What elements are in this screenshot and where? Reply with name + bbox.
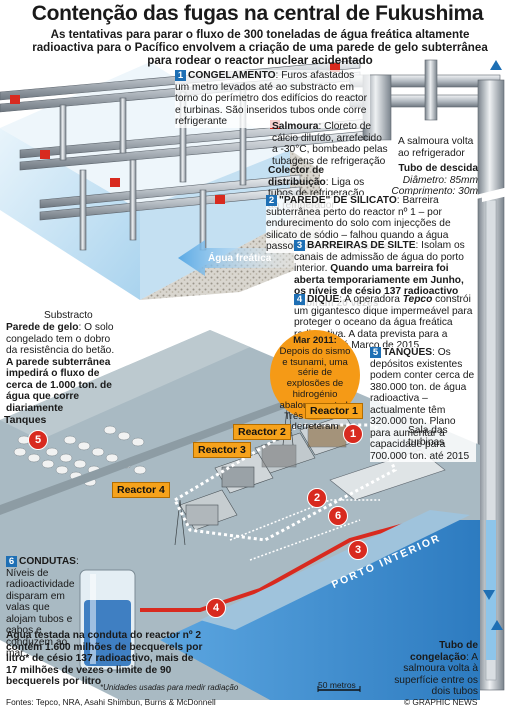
- label-agua-freatica: Água freática: [208, 253, 272, 264]
- parede-gelo-bold: A parede subterrânea impedirá o fluxo de…: [6, 356, 112, 414]
- item-number: 2: [266, 195, 277, 206]
- label-tubo-descida: Tubo de descida Diâmetro: 85mm Comprimen…: [388, 163, 478, 198]
- tubo-congelacao-heading: Tubo de congelação: [410, 640, 478, 663]
- marker-3: 3: [348, 540, 368, 560]
- item-condutas-bold: Água testada na conduta do reactor nº 2 …: [6, 630, 203, 687]
- marker-1: 1: [343, 424, 363, 444]
- conduit-lines: [229, 499, 380, 561]
- label-substracto: Substracto: [44, 310, 93, 321]
- marker-5: 5: [28, 430, 48, 450]
- marker-6: 6: [328, 506, 348, 526]
- item-heading: TANQUES: [383, 347, 433, 358]
- item-heading: "PAREDE" DE SILICATO: [279, 195, 397, 206]
- item-text: : Níveis de radioactividade disparam em …: [6, 556, 79, 659]
- label-parede-gelo: Parede de gelo: O solo congelado tem o d…: [6, 322, 118, 414]
- label-salmoura: Salmoura: Cloreto de cálcio diluído, arr…: [272, 121, 390, 167]
- down-tube: [477, 79, 508, 691]
- page-title: Contenção das fugas na central de Fukush…: [31, 2, 484, 25]
- flow-arrows: [483, 60, 503, 630]
- item-heading: CONGELAMENTO: [188, 70, 276, 81]
- item-number: 6: [6, 556, 17, 567]
- label-sala-turbinas: Sala das turbinas: [408, 425, 448, 448]
- water-sample-beaker: [79, 569, 136, 671]
- item-number: 4: [294, 294, 305, 305]
- item-tepco: Tepco: [402, 294, 433, 305]
- reactor-buildings: [179, 414, 361, 531]
- item-heading: BARREIRAS DE SILTE: [307, 240, 416, 251]
- item-text: : Isolam os canais de admissão de água d…: [294, 240, 465, 274]
- ice-wall-perimeter: [173, 423, 397, 542]
- salmoura-heading: Salmoura: [272, 121, 319, 132]
- item-heading: DIQUE: [307, 294, 340, 305]
- item-heading: CONDUTAS: [19, 556, 76, 567]
- reactor-3-label: Reactor 3: [193, 442, 251, 458]
- mar-2011-heading: Mar 2011:: [293, 335, 337, 346]
- mar-2011-text: Depois do sismo e tsunami, uma série de …: [279, 345, 351, 433]
- reactor-1-label: Reactor 1: [305, 403, 363, 419]
- tubo-descida-comprimento: Comprimento: 30m: [391, 186, 478, 197]
- scale-label: 50 metros: [318, 680, 356, 690]
- parede-gelo-text: : O solo congelado tem o dobro da resist…: [6, 322, 115, 356]
- marker-4: 4: [206, 598, 226, 618]
- tubo-descida-heading: Tubo de descida: [398, 163, 478, 174]
- reactor-4-label: Reactor 4: [112, 482, 170, 498]
- label-tanques: Tanques: [4, 414, 47, 426]
- page-subtitle: As tentativas para parar o fluxo de 300 …: [32, 28, 488, 67]
- item-text-b: constrói um gigantesco dique impermeável…: [294, 294, 473, 351]
- item-text-a: : A operadora: [339, 294, 403, 305]
- item-number: 1: [175, 70, 186, 81]
- marker-2: 2: [307, 488, 327, 508]
- item-number: 3: [294, 240, 305, 251]
- sources-footer: Fontes: Tepco, NRA, Asahi Shimbun, Burns…: [6, 697, 216, 707]
- tubo-descida-diametro: Diâmetro: 85mm: [402, 174, 478, 186]
- parede-gelo-heading: Parede de gelo: [6, 322, 79, 333]
- tubo-congelacao-text: : A salmoura volta à superfície entre os…: [394, 651, 478, 698]
- item-text: : Furos afastados um metro levados até a…: [175, 70, 367, 127]
- salmoura-text: : Cloreto de cálcio diluído, arrefecido …: [272, 121, 388, 167]
- item-condutas-footnote: *Unidades usadas para medir radiação: [100, 683, 239, 692]
- reactor-2-label: Reactor 2: [233, 424, 291, 440]
- inner-port: [160, 520, 480, 700]
- colector-heading: Colector de distribuição: [268, 165, 326, 188]
- item-number: 5: [370, 347, 381, 358]
- label-salmoura-volta: A salmoura volta ao refrigerador: [398, 136, 474, 159]
- item-text: : Os depósitos existentes podem conter c…: [370, 347, 475, 462]
- label-tubo-congelacao: Tubo de congelação: A salmoura volta à s…: [392, 640, 478, 698]
- brand-footer: © GRAPHIC NEWS: [404, 697, 478, 707]
